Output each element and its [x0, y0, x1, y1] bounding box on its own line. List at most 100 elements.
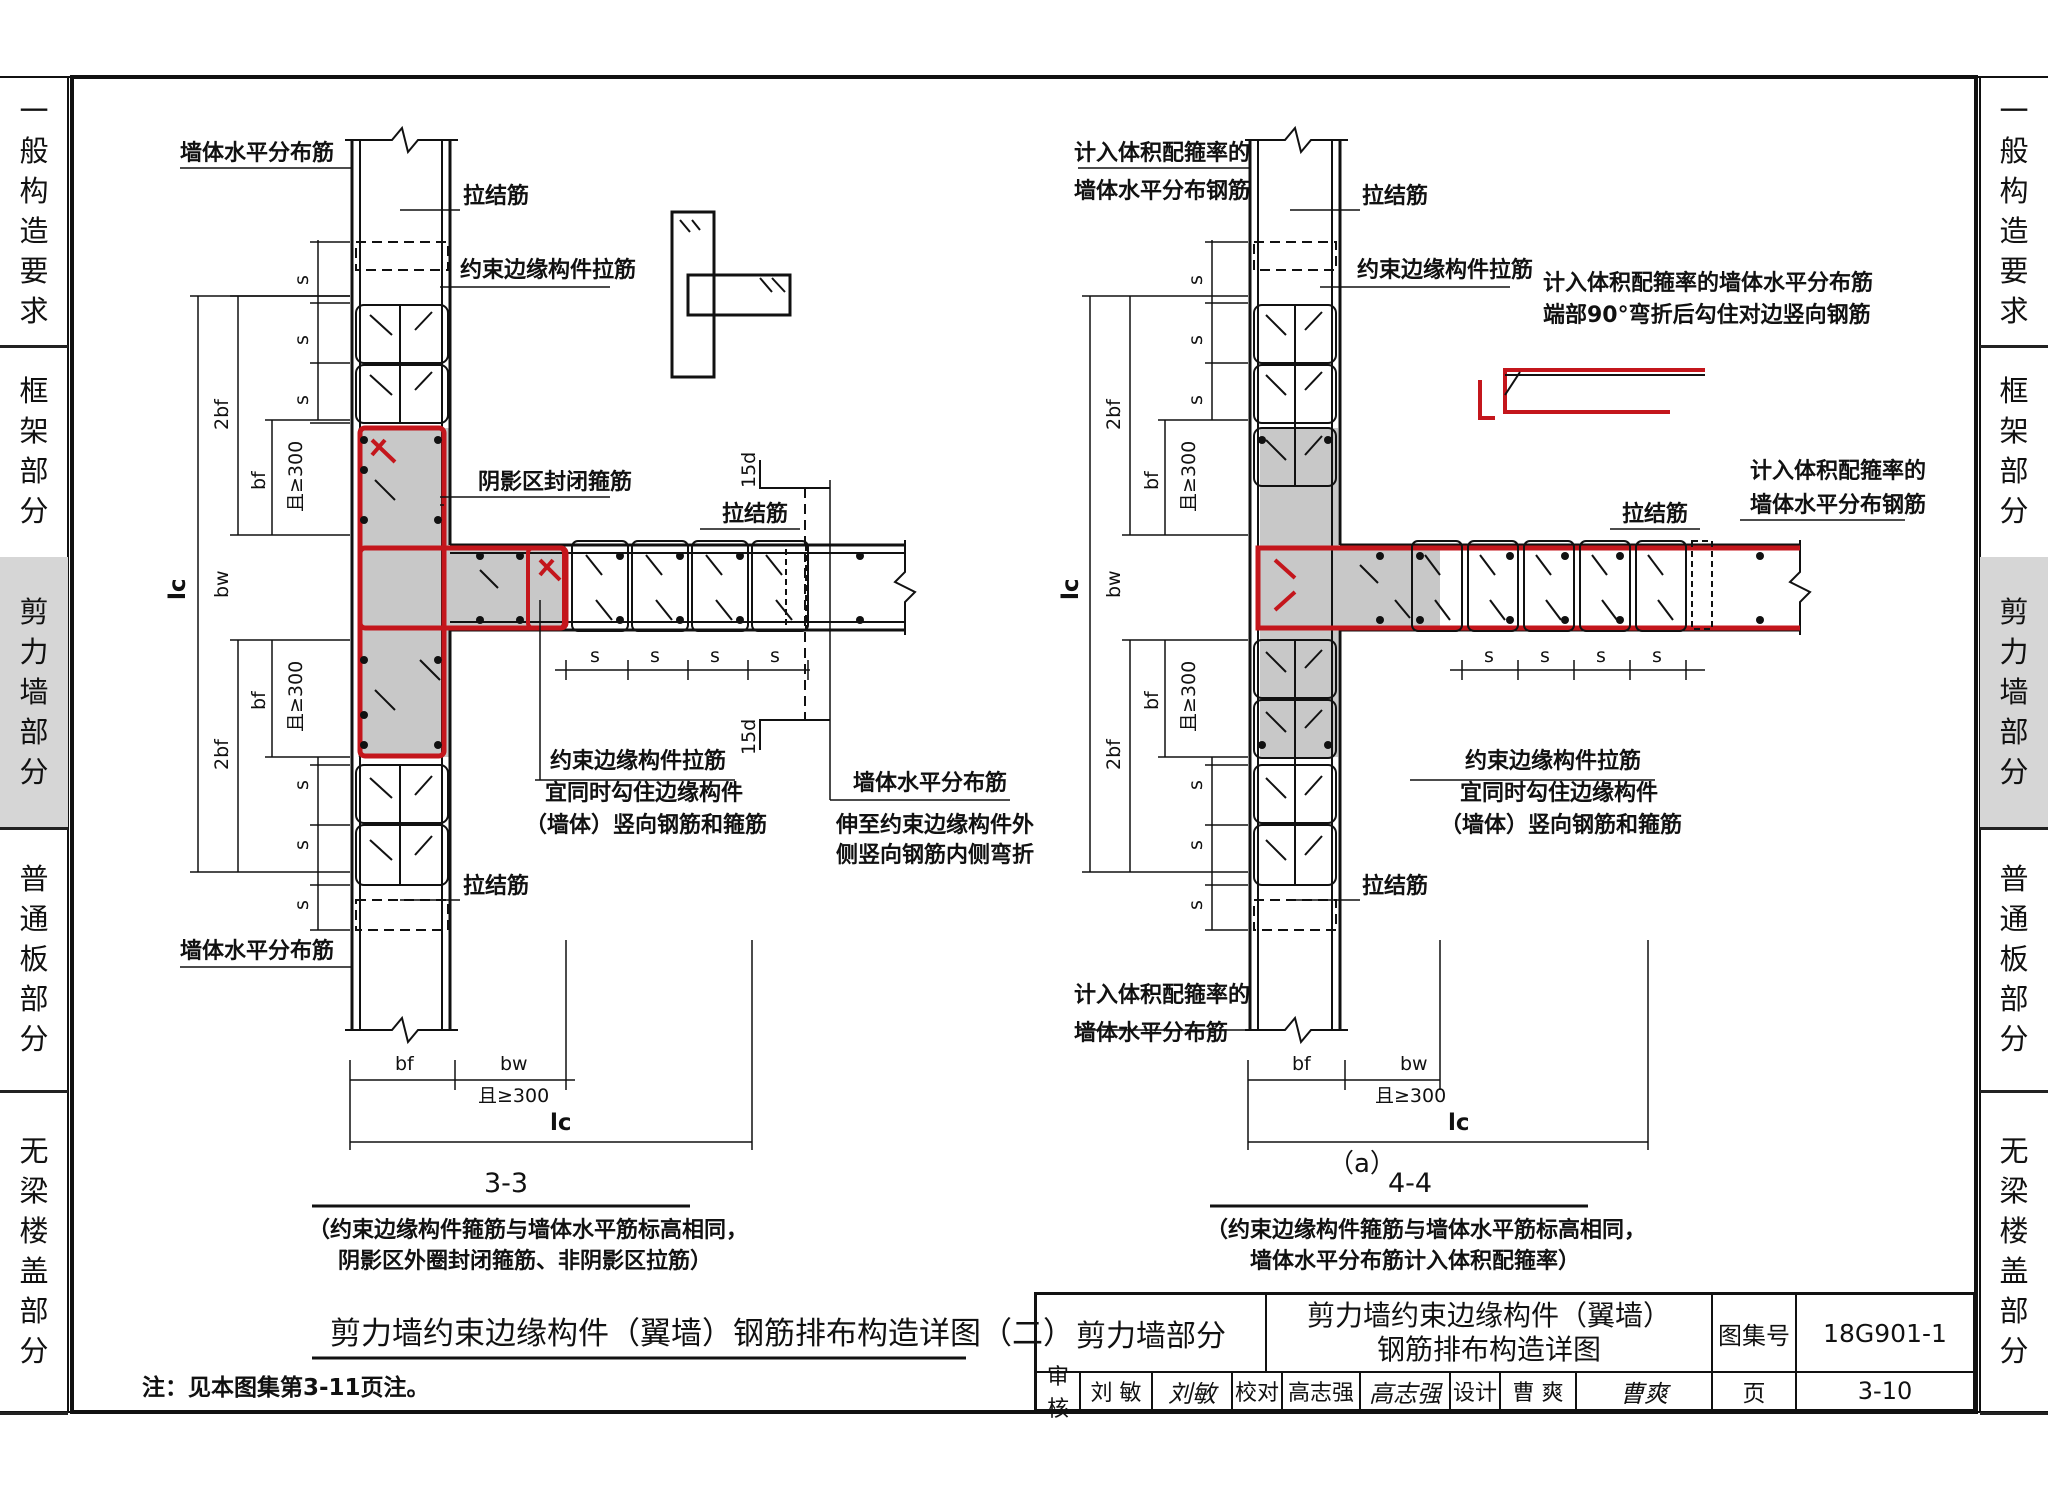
side-tab-left-1[interactable]: 框架部分: [0, 345, 68, 560]
caption-right-l2: 墙体水平分布筋计入体积配箍率）: [1250, 1248, 1580, 1274]
label-shade-hoop: 阴影区封闭箍筋: [478, 469, 632, 495]
svg-text:s: s: [291, 395, 313, 405]
svg-text:s: s: [291, 780, 313, 790]
dim-lc-vertical: lc: [165, 578, 191, 600]
tb-atlas-label: 图集号: [1713, 1295, 1797, 1371]
dim-bf-top: bf: [248, 470, 270, 490]
label-vol-right-l2: 墙体水平分布钢筋: [1750, 492, 1926, 518]
side-tab-right-4[interactable]: 无梁楼盖部分: [1980, 1090, 2048, 1415]
caption-right-l1: （约束边缘构件箍筋与墙体水平筋标高相同，: [1206, 1217, 1646, 1243]
dim-s-right-col: s s s s s s: [1185, 275, 1207, 910]
side-tab-left-0[interactable]: 一般构造要求: [0, 77, 68, 348]
dim-s-left-col: s s s s s s: [291, 275, 313, 910]
label-vol-bot-l2: 墙体水平分布筋: [1074, 1020, 1228, 1046]
tb-section: 剪力墙部分: [1037, 1295, 1267, 1371]
svg-text:s: s: [1652, 645, 1662, 667]
side-tab-right-3[interactable]: 普通板部分: [1980, 827, 2048, 1093]
dim-lc-vertical-right: lc: [1058, 578, 1084, 600]
label-tie-top: 拉结筋: [463, 183, 529, 209]
dim-ge300-bottom: 且≥300: [285, 661, 307, 732]
section-label-4-4: 4-4: [1388, 1168, 1432, 1199]
dim-2bf-top: 2bf: [211, 398, 233, 430]
dim-bf-bottom-right: bf: [1141, 690, 1163, 710]
dim-ge300-bottom-right: 且≥300: [1178, 661, 1200, 732]
svg-text:s: s: [1185, 840, 1207, 850]
label-edge-tie2-right-l3: （墙体）竖向钢筋和箍筋: [1440, 812, 1682, 838]
label-wall-h-top: 墙体水平分布筋: [180, 140, 334, 166]
label-wall-h-bottom: 墙体水平分布筋: [180, 938, 334, 964]
svg-text:s: s: [590, 645, 600, 667]
side-tab-right-2[interactable]: 剪力墙部分: [1980, 557, 2048, 830]
dim-2bf-bottom: 2bf: [211, 738, 233, 770]
section-label-3-3: 3-3: [484, 1168, 528, 1199]
label-tie-bottom: 拉结筋: [463, 873, 529, 899]
dim-ge300-top-right: 且≥300: [1178, 441, 1200, 512]
dim-ge300-top: 且≥300: [285, 441, 307, 512]
left-shaded-zone: [358, 428, 566, 757]
note-text: 注：见本图集第3-11页注。: [142, 1375, 430, 1401]
tb-designer-signature: 曹爽: [1577, 1373, 1713, 1409]
tb-reviewer-signature: 刘敏: [1153, 1373, 1233, 1409]
dim-s-right-web: s s s s: [1484, 645, 1662, 667]
svg-text:s: s: [291, 840, 313, 850]
label-wall-h-right-l1: 墙体水平分布筋: [853, 770, 1007, 796]
side-tab-left-2[interactable]: 剪力墙部分: [0, 557, 68, 830]
tb-title: 剪力墙约束边缘构件（翼墙） 钢筋排布构造详图: [1267, 1295, 1713, 1371]
label-wall-h-right-l3: 侧竖向钢筋内侧弯折: [836, 842, 1034, 868]
svg-text:s: s: [291, 335, 313, 345]
tb-atlas-no: 18G901-1: [1823, 1318, 1947, 1348]
svg-text:s: s: [1185, 275, 1207, 285]
dim-bw-right: bw: [1103, 570, 1125, 598]
label-note-l1: 计入体积配箍率的墙体水平分布筋: [1543, 270, 1873, 296]
right-detail: 计入体积配箍率的 墙体水平分布钢筋 拉结筋 约束边缘构件拉筋 计入体积配箍率的墙…: [1058, 125, 1926, 1274]
dim-2bf-bottom-right: 2bf: [1103, 738, 1125, 770]
side-tab-left-4[interactable]: 无梁楼盖部分: [0, 1090, 68, 1415]
caption-left-l2: 阴影区外圈封闭箍筋、非阴影区拉筋）: [338, 1248, 712, 1274]
label-wall-h-right-l2: 伸至约束边缘构件外: [835, 812, 1034, 838]
svg-text:s: s: [1596, 645, 1606, 667]
left-detail: 墙体水平分布筋 拉结筋 约束边缘构件拉筋 阴影区封闭箍筋 拉结筋 15d 15d…: [165, 125, 1034, 1274]
dim-bf-horizontal: bf: [395, 1053, 415, 1075]
tb-check-label: 校对: [1233, 1373, 1283, 1409]
tb-page-label: 页: [1713, 1373, 1797, 1409]
label-edge-tie-right: 约束边缘构件拉筋: [1357, 257, 1533, 283]
label-edge-tie: 约束边缘构件拉筋: [460, 257, 636, 283]
dim-bf-bottom: bf: [248, 690, 270, 710]
tb-page-no: 3-10: [1857, 1377, 1913, 1405]
svg-text:s: s: [1540, 645, 1550, 667]
svg-text:s: s: [1185, 900, 1207, 910]
dim-2bf-top-right: 2bf: [1103, 398, 1125, 430]
label-15d-bot: 15d: [738, 719, 760, 755]
side-tab-left-3[interactable]: 普通板部分: [0, 827, 68, 1093]
side-tab-right-0[interactable]: 一般构造要求: [1980, 77, 2048, 348]
dim-bf-horizontal-right: bf: [1292, 1053, 1312, 1075]
label-vol-top-l2: 墙体水平分布钢筋: [1074, 178, 1250, 204]
tb-reviewer: 刘 敏: [1081, 1373, 1153, 1409]
svg-text:s: s: [770, 645, 780, 667]
tb-checker-signature: 高志强: [1361, 1373, 1451, 1409]
label-tie-mid-right: 拉结筋: [1622, 501, 1688, 527]
dim-lc-horizontal: lc: [550, 1110, 572, 1136]
main-title: 剪力墙约束边缘构件（翼墙）钢筋排布构造详图（二）: [330, 1316, 1074, 1352]
dim-bf-top-right: bf: [1141, 470, 1163, 490]
label-tie-top-right: 拉结筋: [1362, 183, 1428, 209]
label-edge-tie2-l3: （墙体）竖向钢筋和箍筋: [525, 812, 767, 838]
right-shaded-zone: [1260, 428, 1440, 757]
tb-checker: 高志强: [1283, 1373, 1361, 1409]
tb-designer: 曹 爽: [1501, 1373, 1577, 1409]
label-edge-tie2-right-l1: 约束边缘构件拉筋: [1465, 748, 1641, 774]
label-note-l2: 端部90°弯折后勾住对边竖向钢筋: [1543, 302, 1871, 328]
svg-text:s: s: [710, 645, 720, 667]
svg-text:s: s: [1185, 395, 1207, 405]
tb-review-label: 审核: [1037, 1365, 1081, 1422]
label-edge-tie2-right-l2: 宜同时勾住边缘构件: [1460, 780, 1658, 806]
label-vol-bot-l1: 计入体积配箍率的: [1074, 982, 1250, 1008]
dim-ge300-horizontal-right: 且≥300: [1375, 1085, 1446, 1107]
label-edge-tie2-l2: 宜同时勾住边缘构件: [545, 780, 743, 806]
dim-bw-horizontal-right: bw: [1400, 1053, 1428, 1075]
svg-text:s: s: [291, 900, 313, 910]
label-vol-top-l1: 计入体积配箍率的: [1074, 140, 1250, 166]
svg-text:s: s: [1484, 645, 1494, 667]
